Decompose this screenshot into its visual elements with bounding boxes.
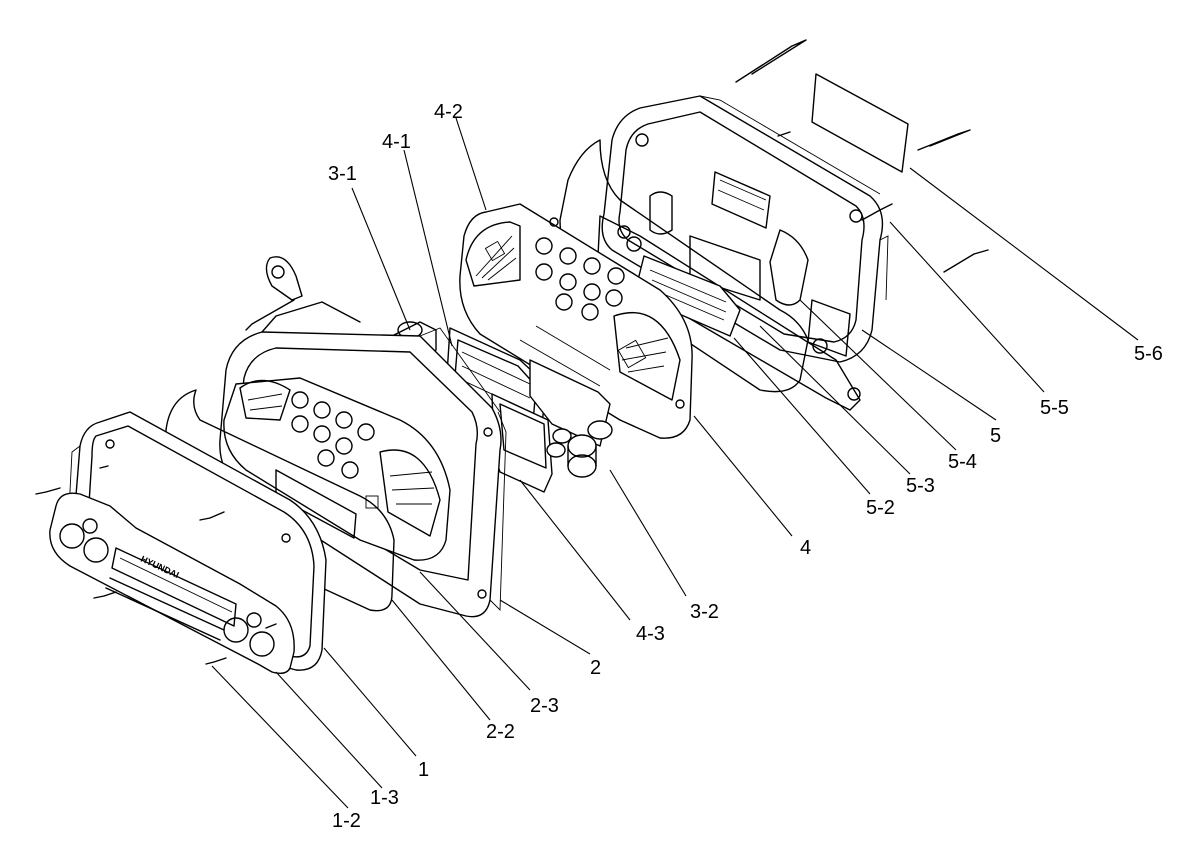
gauge-face-part-2-3: [223, 377, 451, 561]
leader-lines: [211, 117, 1139, 809]
board-round-pads: [535, 237, 625, 321]
part-labels: 1-2 1-3 1 2-2 2-3 2 4-3 3-2 4 5-2 5-3 5-…: [328, 101, 1163, 832]
label-3-2: 3-2: [690, 601, 719, 623]
label-2-2: 2-2: [486, 721, 515, 743]
label-4-3: 4-3: [636, 623, 665, 645]
label-1-2: 1-2: [332, 810, 361, 832]
label-1-3: 1-3: [370, 787, 399, 809]
front-gasket-part-2-2: [165, 389, 395, 612]
label-4-2: 4-2: [434, 101, 463, 123]
label-5: 5: [990, 425, 1001, 447]
label-5-4: 5-4: [948, 451, 977, 473]
label-5-3: 5-3: [906, 475, 935, 497]
front-overlay-part-1-3: HYUNDAI: [49, 492, 295, 675]
front-screws: [35, 465, 277, 665]
label-3-1: 3-1: [328, 163, 357, 185]
label-5-2: 5-2: [866, 497, 895, 519]
gauge-face-pads: [291, 391, 375, 479]
label-4-1: 4-1: [382, 131, 411, 153]
label-5-6: 5-6: [1134, 343, 1163, 365]
label-4: 4: [800, 537, 811, 559]
label-5-5: 5-5: [1040, 397, 1069, 419]
label-1: 1: [418, 759, 429, 781]
rear-screws: [735, 39, 989, 273]
label-2-3: 2-3: [530, 695, 559, 717]
rear-gasket-part-5-3: [559, 139, 809, 393]
circuit-board-part-4: [459, 203, 693, 439]
label-2: 2: [590, 657, 601, 679]
label-plate-part-5-6: [811, 73, 909, 173]
rear-housing-part-5: [597, 95, 889, 411]
